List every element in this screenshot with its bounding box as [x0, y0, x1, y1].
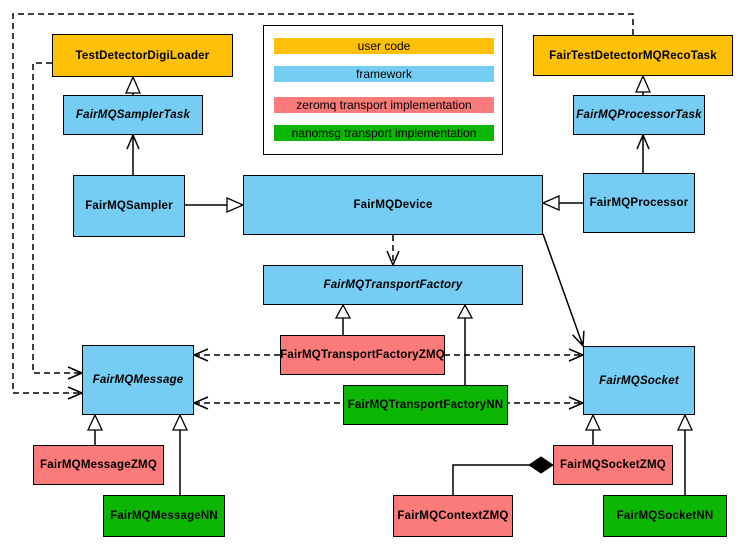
node-testdetectordigiloader: TestDetectorDigiLoader: [52, 34, 233, 77]
node-fairmqsamplertask: FairMQSamplerTask: [63, 95, 203, 135]
edge-socketnn-socket-generalization: [676, 413, 694, 495]
edge-transportfactorynn-transportfactory-generalization: [456, 303, 474, 385]
node-fairtestdetectormqrecotask: FairTestDetectorMQRecoTask: [533, 35, 733, 76]
node-fairmqsampler: FairMQSampler: [73, 175, 185, 237]
edge-processor-processortask-association: [636, 133, 650, 173]
edge-samplertask-digiloader-generalization: [125, 75, 141, 95]
node-fairmqsocketnn: FairMQSocketNN: [603, 495, 727, 537]
edge-sampler-samplertask-association: [126, 133, 140, 175]
edge-socketzmq-socket-generalization: [584, 413, 602, 445]
edge-messagezmq-message-generalization: [86, 413, 104, 445]
legend-item-nanomsg: nanomsg transport implementation: [274, 125, 494, 141]
node-fairmqprocessor: FairMQProcessor: [583, 173, 695, 233]
edge-processor-device-generalization: [541, 195, 583, 211]
edge-processortask-recotask-generalization: [635, 74, 651, 95]
legend-item-user-code: user code: [274, 38, 494, 54]
node-fairmqsocketzmq: FairMQSocketZMQ: [553, 445, 673, 485]
edge-device-transportfactory-dependency: [386, 235, 400, 267]
legend: user code framework zeromq transport imp…: [263, 25, 503, 155]
edge-transportfactoryzmq-transportfactory-generalization: [334, 303, 352, 335]
node-fairmqmessage: FairMQMessage: [82, 345, 194, 415]
edge-messagenn-message-generalization: [171, 413, 189, 495]
legend-item-framework: framework: [274, 66, 494, 82]
legend-item-zeromq: zeromq transport implementation: [274, 97, 494, 113]
edge-sampler-device-generalization: [185, 197, 245, 213]
node-fairmqtransportfactory: FairMQTransportFactory: [263, 265, 523, 305]
node-fairmqmessagezmq: FairMQMessageZMQ: [33, 445, 164, 485]
edge-device-socket-association: [542, 233, 585, 348]
node-fairmqtransportfactoryzmq: FairMQTransportFactoryZMQ: [280, 335, 445, 375]
edge-contextzmq-socketzmq-composition: [452, 456, 554, 495]
node-fairmqprocessortask: FairMQProcessorTask: [573, 95, 705, 135]
node-fairmqtransportfactorynn: FairMQTransportFactoryNN: [343, 385, 508, 425]
node-fairmqmessagenn: FairMQMessageNN: [103, 495, 225, 537]
node-fairmqcontextzmq: FairMQContextZMQ: [393, 495, 513, 537]
node-fairmqdevice: FairMQDevice: [243, 175, 543, 235]
node-fairmqsocket: FairMQSocket: [583, 346, 695, 415]
